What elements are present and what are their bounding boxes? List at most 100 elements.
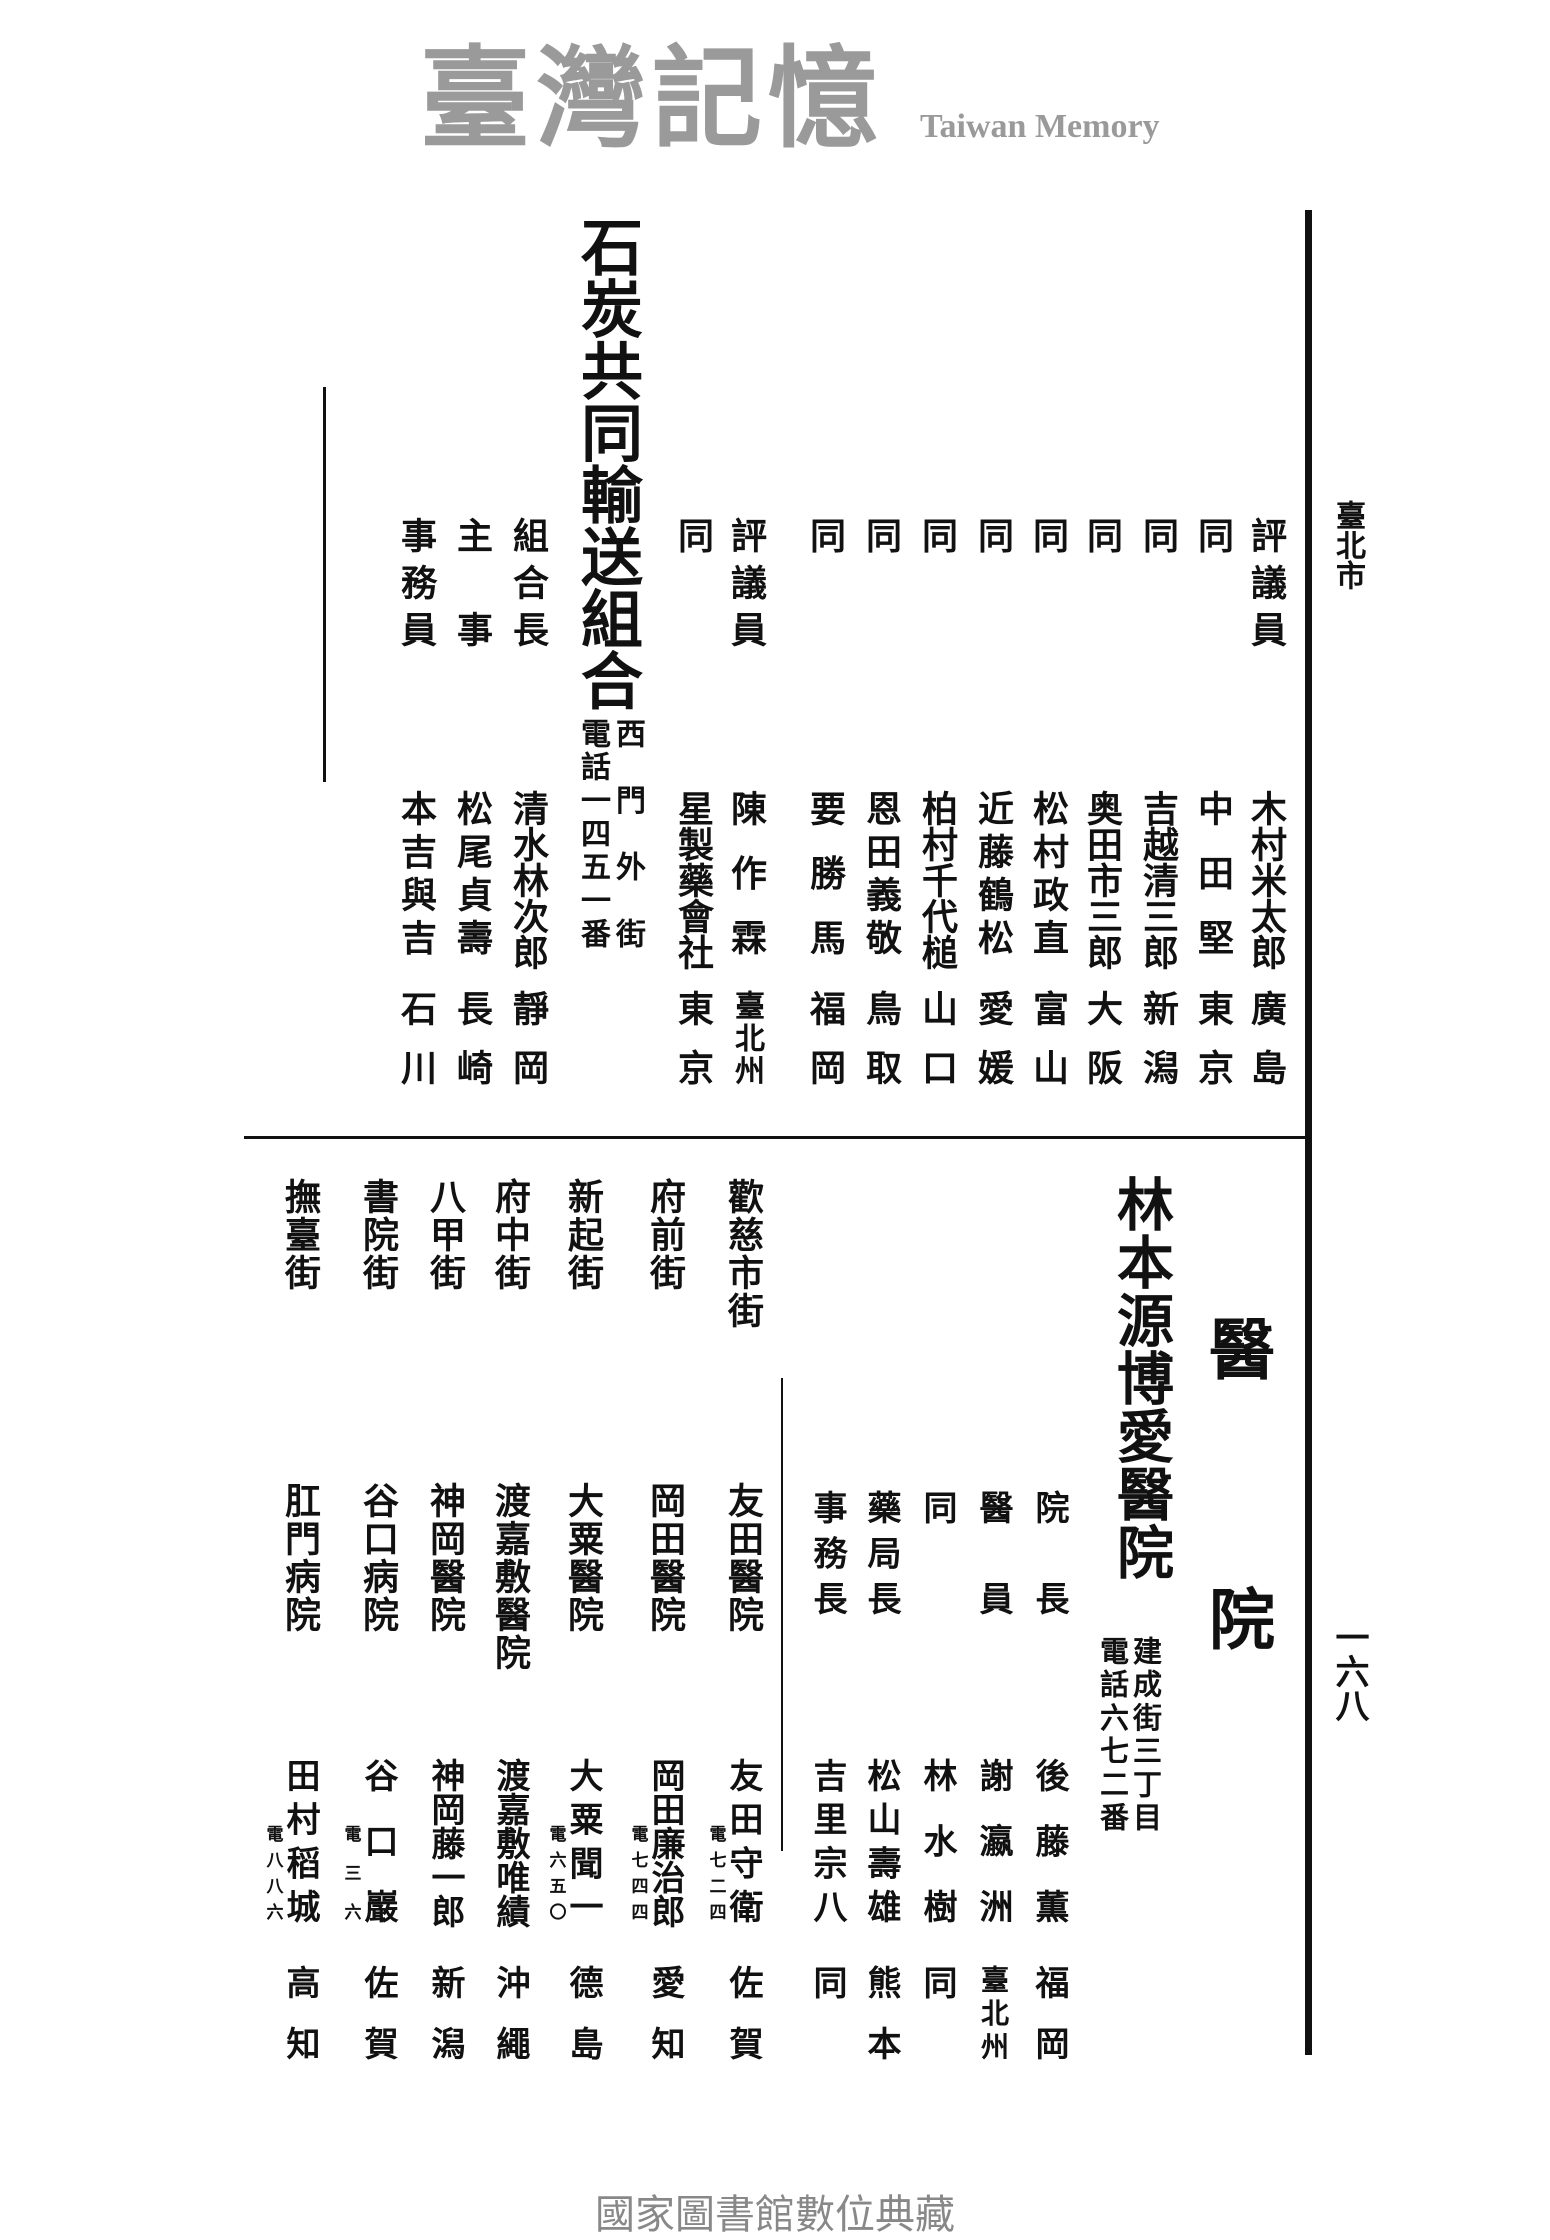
union-address: 西門外街 — [610, 718, 645, 948]
member-name: 陳作霖 — [725, 790, 767, 955]
hospital-street: 新起街 — [562, 1178, 604, 1292]
hospital-street: 書院街 — [357, 1178, 399, 1292]
member-name: 木村米太郎 — [1245, 790, 1287, 970]
hospital-name: 肛門病院 — [279, 1482, 321, 1634]
hospital-doctor: 田村稻城 — [280, 1758, 320, 1923]
staff-name: 吉里宗八 — [807, 1758, 847, 1923]
member-role: 同 — [1192, 517, 1234, 553]
union-phone: 電話一四五一番 — [575, 718, 610, 948]
hospital-street: 撫臺街 — [279, 1178, 321, 1292]
member-role: 同 — [860, 517, 902, 553]
watermark-chinese: 臺灣記憶 — [420, 39, 884, 161]
union-role: 主事 — [451, 517, 493, 647]
union-side-rule — [323, 387, 326, 782]
union-prefecture: 石川 — [395, 990, 437, 1085]
hospital-name: 渡嘉敷醫院 — [489, 1482, 531, 1672]
hospital-name: 谷口病院 — [357, 1482, 399, 1634]
hospital-doctor: 友田守衛 — [723, 1758, 763, 1923]
member-role: 同 — [1027, 517, 1069, 553]
member-role: 評議員 — [1245, 517, 1287, 647]
staff-prefecture: 同 — [807, 1965, 847, 1999]
hospital-street: 八甲街 — [424, 1178, 466, 1292]
section-divider-rule — [244, 1136, 1308, 1139]
union-role: 組合長 — [507, 517, 549, 647]
union-role: 事務員 — [395, 517, 437, 647]
hospital-street: 府前街 — [644, 1178, 686, 1292]
member-name: 吉越清三郎 — [1137, 790, 1179, 970]
hospital-prefecture: 德島 — [563, 1965, 603, 2060]
hospital-name: 大粟醫院 — [562, 1482, 604, 1634]
page-number: 一六八 — [1329, 1620, 1369, 1722]
member-prefecture: 新潟 — [1137, 990, 1179, 1085]
union-name: 本吉與吉 — [395, 790, 437, 955]
member-role: 同 — [1081, 517, 1123, 553]
member-name: 恩田義敬 — [860, 790, 902, 955]
member-name: 松村政直 — [1027, 790, 1069, 955]
staff-prefecture: 熊本 — [861, 1965, 901, 2060]
running-title: 臺北市 — [1330, 500, 1365, 590]
main-hospital-title: 林本源博愛醫院 — [1107, 1175, 1175, 1580]
hospital-doctor: 渡嘉敷唯績 — [490, 1758, 530, 1928]
main-hospital-address: 建成街三丁目 — [1128, 1636, 1163, 1831]
staff-role: 醫員 — [973, 1490, 1013, 1615]
union-prefecture: 靜岡 — [507, 990, 549, 1085]
staff-role: 院長 — [1029, 1490, 1069, 1615]
hospital-phone: 電七二四 — [705, 1825, 726, 1920]
watermark-english: Taiwan Memory — [920, 108, 1160, 145]
staff-prefecture: 福岡 — [1029, 1965, 1069, 2060]
member-prefecture: 廣島 — [1245, 990, 1287, 1085]
hospital-prefecture: 高知 — [280, 1965, 320, 2060]
footer-collection: 國家圖書館數位典藏 — [595, 2192, 955, 2238]
staff-prefecture: 同 — [917, 1965, 957, 1999]
staff-role: 藥局長 — [861, 1490, 901, 1615]
union-name: 清水林次郎 — [507, 790, 549, 970]
union-title: 石炭共同輸送組合 — [570, 215, 643, 711]
member-prefecture: 富山 — [1027, 990, 1069, 1085]
staff-name: 林水樹 — [917, 1758, 957, 1923]
member-prefecture: 鳥取 — [860, 990, 902, 1085]
member-name: 近藤鶴松 — [972, 790, 1014, 955]
hospital-phone: 電七四四 — [627, 1825, 648, 1920]
hospital-prefecture: 沖繩 — [490, 1965, 530, 2060]
hospital-street: 歡慈市街 — [722, 1178, 764, 1330]
staff-name: 松山壽雄 — [861, 1758, 901, 1923]
member-role: 評議員 — [725, 517, 767, 647]
member-role: 同 — [1137, 517, 1179, 553]
section-heading-char: 醫 — [1198, 1315, 1276, 1381]
member-name: 星製藥會社 — [672, 790, 714, 970]
hospital-name: 神岡醫院 — [424, 1482, 466, 1634]
hospital-doctor: 岡田廉治郎 — [645, 1758, 685, 1928]
staff-name: 謝瀛洲 — [973, 1758, 1013, 1923]
member-prefecture: 東京 — [1192, 990, 1234, 1085]
member-role: 同 — [916, 517, 958, 553]
union-prefecture: 長崎 — [451, 990, 493, 1085]
member-name: 要勝馬 — [804, 790, 846, 955]
member-prefecture: 山口 — [916, 990, 958, 1085]
member-prefecture: 福岡 — [804, 990, 846, 1085]
union-name: 松尾貞壽 — [451, 790, 493, 955]
staff-prefecture: 臺北州 — [977, 1965, 1010, 2060]
hospital-list-divider — [781, 1378, 783, 1851]
member-name: 柏村千代槌 — [916, 790, 958, 970]
hospital-phone: 電六五〇 — [545, 1825, 566, 1920]
member-name: 奥田市三郎 — [1081, 790, 1123, 970]
member-prefecture: 臺北州 — [729, 990, 764, 1085]
right-margin-rule — [1305, 210, 1312, 2055]
member-role: 同 — [804, 517, 846, 553]
hospital-doctor: 大粟聞一 — [563, 1758, 603, 1923]
member-role: 同 — [672, 517, 714, 553]
hospital-prefecture: 新潟 — [425, 1965, 465, 2060]
section-heading-char: 院 — [1198, 1585, 1276, 1651]
member-prefecture: 大阪 — [1081, 990, 1123, 1085]
staff-role: 事務長 — [807, 1490, 847, 1615]
hospital-name: 友田醫院 — [722, 1482, 764, 1634]
hospital-doctor: 谷口巖 — [358, 1758, 398, 1923]
staff-name: 後藤薫 — [1029, 1758, 1069, 1923]
hospital-name: 岡田醫院 — [644, 1482, 686, 1634]
member-prefecture: 東京 — [672, 990, 714, 1085]
hospital-street: 府中街 — [489, 1178, 531, 1292]
member-prefecture: 愛媛 — [972, 990, 1014, 1085]
hospital-phone: 電八八六 — [262, 1825, 283, 1920]
member-name: 中田堅 — [1192, 790, 1234, 955]
